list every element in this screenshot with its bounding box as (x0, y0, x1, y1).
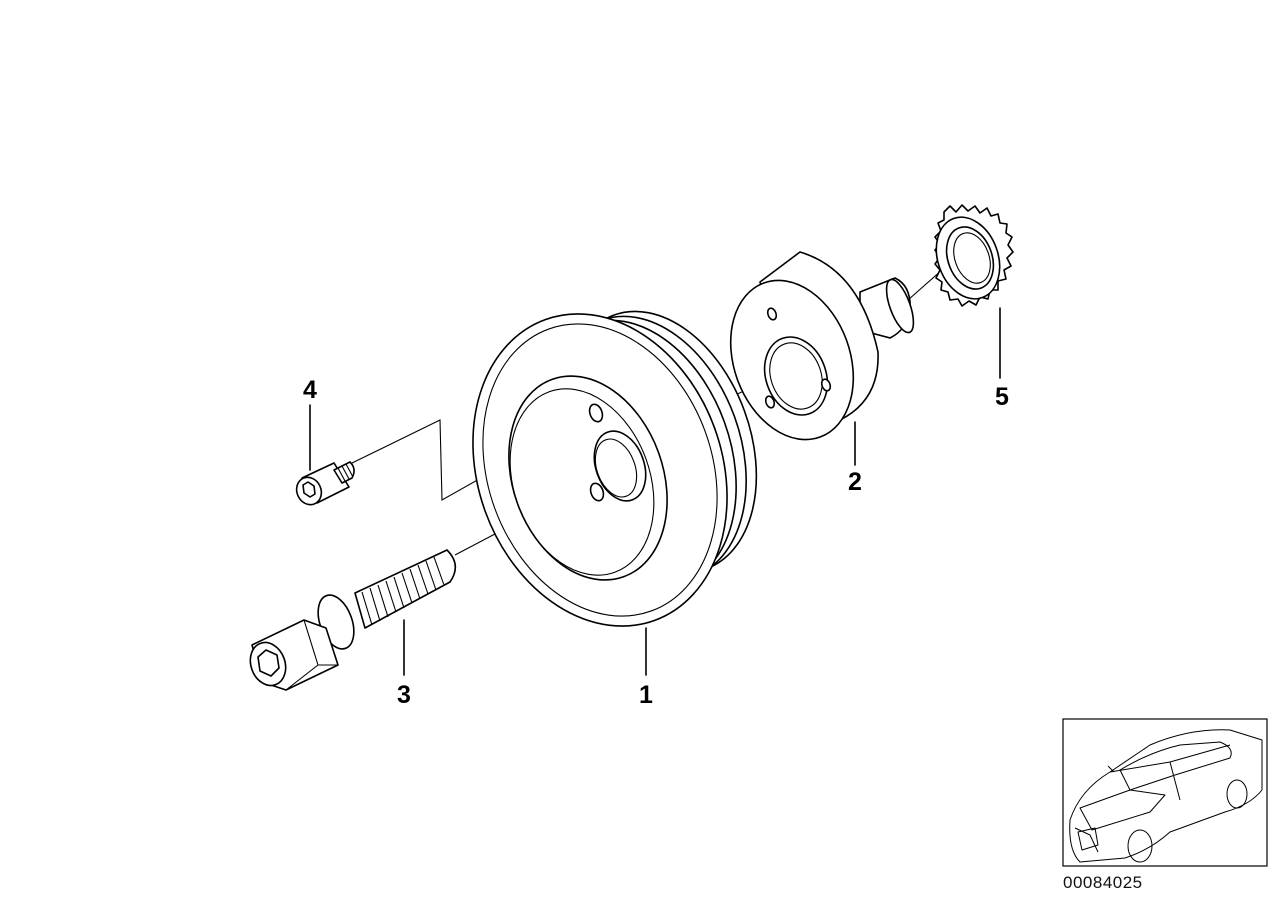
callout-2: 2 (848, 468, 862, 496)
callout-1: 1 (639, 681, 653, 709)
callout-leaders (309, 307, 1001, 676)
callout-3: 3 (397, 681, 411, 709)
crankshaft-sprocket[interactable] (925, 204, 1014, 308)
callout-4: 4 (303, 376, 317, 404)
vehicle-thumbnail (1062, 718, 1268, 867)
socket-head-screw[interactable] (292, 461, 355, 509)
document-number: 00084025 (1063, 873, 1143, 892)
central-bolt[interactable] (245, 549, 457, 691)
vibration-damper-pulley[interactable] (431, 278, 791, 662)
car-outline-icon (1069, 729, 1263, 863)
callout-5: 5 (995, 383, 1009, 411)
crankshaft-hub[interactable] (709, 251, 919, 457)
